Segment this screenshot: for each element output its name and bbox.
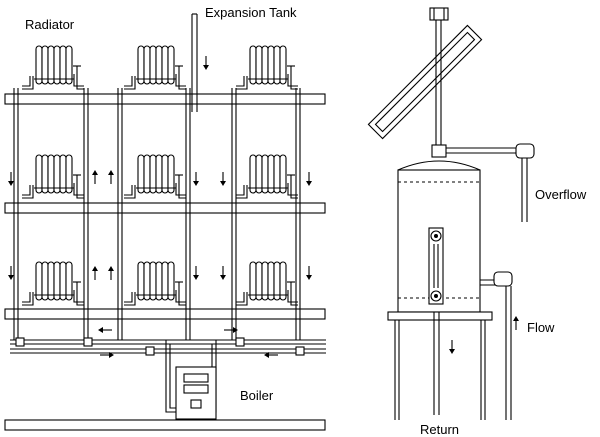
- arrow-up-icon: [107, 169, 115, 185]
- arrow-down-icon: [192, 265, 200, 281]
- radiator-top-right: [235, 45, 299, 90]
- arrow-down-icon: [448, 339, 456, 355]
- arrow-down-icon: [305, 171, 313, 187]
- floor-slab-middle: [4, 202, 326, 214]
- arrow-down-icon: [219, 265, 227, 281]
- radiator-label: Radiator: [25, 17, 75, 32]
- main-distribution-pipes: [10, 326, 326, 359]
- radiators-middle-floor: [21, 154, 299, 199]
- boiler-label: Boiler: [240, 388, 274, 403]
- ground-slab: [4, 419, 326, 431]
- collector-pipe: [429, 7, 449, 158]
- arrow-down-icon: [202, 55, 210, 71]
- arrow-down-icon: [219, 171, 227, 187]
- arrow-up-icon: [512, 315, 520, 331]
- radiator-middle-left: [21, 154, 85, 199]
- floor-slab-bottom: [4, 308, 326, 320]
- return-label: Return: [420, 422, 459, 437]
- boiler: [175, 366, 217, 420]
- arrow-up-icon: [91, 265, 99, 281]
- radiator-top-center: [123, 45, 187, 90]
- flow-pipe: [480, 271, 520, 420]
- flow-label: Flow: [527, 320, 555, 335]
- arrow-down-icon: [7, 171, 15, 187]
- radiator-top-left: [21, 45, 85, 90]
- expansion-tank-label: Expansion Tank: [205, 5, 297, 20]
- overflow-label: Overflow: [535, 187, 587, 202]
- expansion-tank-pipe: [191, 13, 210, 112]
- overflow-pipe: [446, 143, 535, 222]
- arrow-down-icon: [192, 171, 200, 187]
- arrow-down-icon: [305, 265, 313, 281]
- radiator-bottom-right: [235, 261, 299, 306]
- solar-collector: [367, 24, 483, 140]
- arrow-down-icon: [7, 265, 15, 281]
- return-pipe: [433, 312, 456, 415]
- floor-slab-top: [4, 93, 326, 105]
- arrow-up-icon: [107, 265, 115, 281]
- radiators-top-floor: [21, 45, 299, 90]
- radiator-bottom-left: [21, 261, 85, 306]
- radiators-bottom-floor: [21, 261, 299, 306]
- arrow-up-icon: [91, 169, 99, 185]
- hot-water-tank: [397, 160, 481, 313]
- vertical-risers: [13, 88, 301, 340]
- radiator-middle-center: [123, 154, 187, 199]
- arrow-left-icon: [97, 326, 113, 334]
- tank-stand: [387, 311, 493, 420]
- radiator-middle-right: [235, 154, 299, 199]
- floor-slabs: [4, 93, 326, 431]
- radiator-bottom-center: [123, 261, 187, 306]
